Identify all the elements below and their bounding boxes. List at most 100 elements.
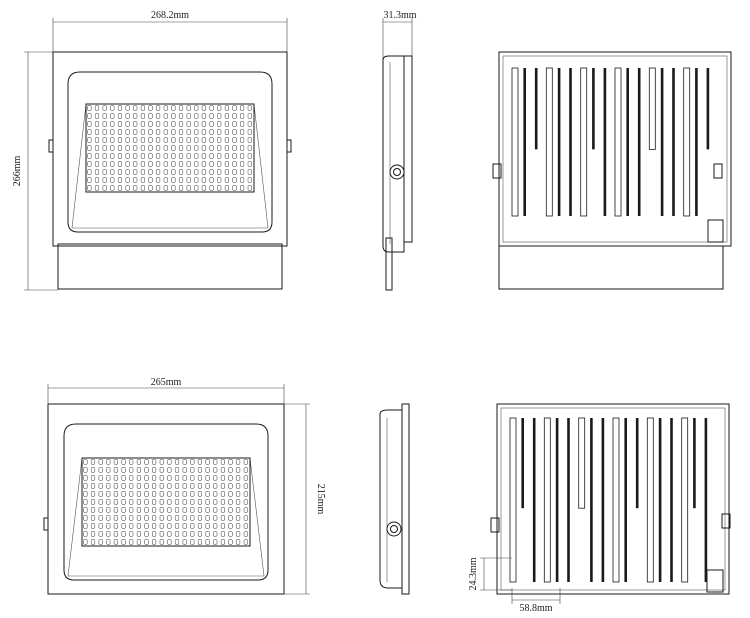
led-chip <box>121 475 126 481</box>
led-chip <box>247 177 252 183</box>
led-chip <box>213 531 218 537</box>
led-chip <box>83 499 88 505</box>
led-chip <box>156 113 161 119</box>
bottom-side-view <box>379 403 410 595</box>
bottom-height-label: 215mm <box>315 484 326 515</box>
led-chip <box>190 523 195 529</box>
led-chip <box>178 113 184 119</box>
led-chip <box>129 491 134 497</box>
led-chip <box>163 113 168 119</box>
led-chip <box>224 137 229 143</box>
led-chip <box>110 105 115 111</box>
top-width-dimension: 268.2mm <box>52 10 288 52</box>
led-chip <box>133 129 138 135</box>
led-chip <box>197 531 202 537</box>
led-chip <box>213 459 218 465</box>
led-chip <box>156 145 161 151</box>
led-chip <box>163 121 168 127</box>
led-chip <box>152 539 157 545</box>
led-chip <box>121 515 126 521</box>
led-chip <box>163 105 168 111</box>
led-chip <box>140 105 145 111</box>
led-chip <box>144 467 149 473</box>
led-chip <box>136 523 141 529</box>
led-chip <box>190 483 195 489</box>
led-chip <box>228 467 233 473</box>
led-chip <box>83 475 88 481</box>
led-chip <box>182 515 187 521</box>
led-chip <box>106 475 111 481</box>
led-chip <box>148 137 153 143</box>
led-chip <box>240 121 245 127</box>
led-chip <box>144 483 149 489</box>
led-chip <box>232 113 237 119</box>
led-chip <box>94 153 100 159</box>
led-chip <box>209 161 214 167</box>
led-chip <box>236 515 241 521</box>
led-chip <box>113 531 118 537</box>
led-chip <box>159 483 164 489</box>
led-chip <box>209 153 214 159</box>
led-chip <box>136 499 141 505</box>
led-chip <box>171 137 176 143</box>
led-chip <box>197 523 202 529</box>
led-chip <box>220 531 225 537</box>
led-chip <box>90 483 96 489</box>
led-chip <box>205 539 210 545</box>
led-chip <box>152 491 157 497</box>
led-chip <box>144 523 149 529</box>
led-chip <box>140 121 145 127</box>
led-chip <box>240 105 245 111</box>
led-chip <box>83 523 88 529</box>
led-chip <box>190 507 195 513</box>
led-chip <box>217 145 222 151</box>
led-chip <box>220 539 225 545</box>
led-chip <box>94 161 100 167</box>
top-height-label: 266mm <box>12 156 23 187</box>
led-chip <box>167 523 172 529</box>
led-chip <box>205 491 210 497</box>
led-chip <box>159 467 164 473</box>
led-chip <box>102 185 107 191</box>
bottom-width-dimension: 265mm <box>47 377 285 404</box>
led-chip <box>167 475 172 481</box>
led-chip <box>121 507 126 513</box>
led-chip <box>186 129 191 135</box>
led-chip <box>243 539 248 545</box>
led-chip <box>106 459 111 465</box>
led-chip <box>243 507 248 513</box>
led-chip <box>121 523 126 529</box>
led-chip <box>125 145 130 151</box>
led-chip <box>240 153 245 159</box>
led-chip <box>94 177 100 183</box>
led-chip <box>220 467 225 473</box>
led-chip <box>102 177 107 183</box>
led-chip <box>94 169 100 175</box>
led-chip <box>171 169 176 175</box>
led-chip <box>224 177 229 183</box>
led-chip <box>236 491 241 497</box>
led-chip <box>194 169 199 175</box>
led-chip <box>243 475 248 481</box>
led-chip <box>197 467 202 473</box>
top-side-view: 31.3mm <box>382 10 417 291</box>
led-chip <box>224 145 229 151</box>
led-chip <box>129 467 134 473</box>
led-chip <box>243 483 248 489</box>
bottom-width-label: 265mm <box>151 377 182 388</box>
led-chip <box>243 523 248 529</box>
led-chip <box>236 523 241 529</box>
top-depth-label: 31.3mm <box>383 10 416 21</box>
led-chip <box>106 499 111 505</box>
led-chip <box>186 169 191 175</box>
bottom-fin-offset-x-label: 58.8mm <box>519 603 552 614</box>
led-chip <box>125 185 130 191</box>
led-chip <box>186 153 191 159</box>
led-chip <box>213 507 218 513</box>
led-chip <box>174 467 180 473</box>
led-chip <box>243 459 248 465</box>
led-chip <box>156 185 161 191</box>
led-chip <box>148 153 153 159</box>
led-chip <box>129 475 134 481</box>
led-chip <box>83 507 88 513</box>
